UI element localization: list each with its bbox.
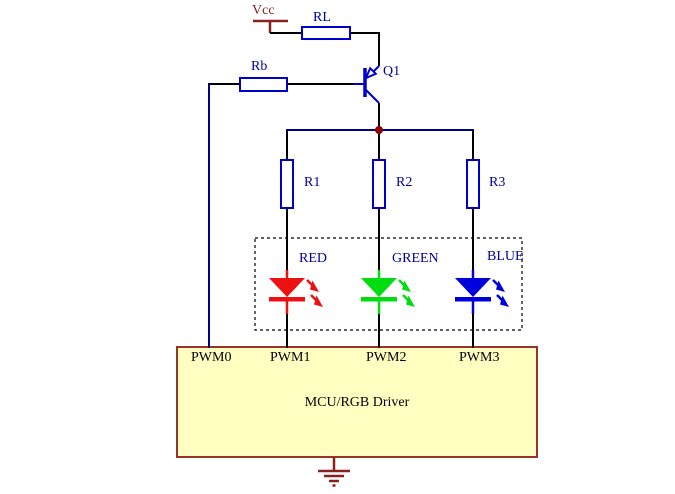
led-red-arrow1-head (310, 280, 319, 292)
led-red-symbol (269, 270, 323, 314)
pwm2-pin-label: PWM2 (366, 350, 407, 365)
led-blue-label: BLUE (487, 249, 524, 264)
led-green-arrow1-head (402, 280, 411, 292)
wires-black (208, 32, 474, 348)
led-blue-arrow1-head (496, 280, 505, 292)
led-group-dashed-box (254, 237, 523, 331)
led-green-label: GREEN (392, 251, 439, 266)
transistor-q1-symbol (353, 65, 380, 104)
wires-navy (208, 83, 474, 348)
led-red-label: RED (299, 251, 327, 266)
r2-label: R2 (396, 175, 413, 190)
rb-label: Rb (251, 59, 268, 74)
led-blue-triangle (455, 278, 491, 297)
pwm1-pin-label: PWM1 (270, 350, 311, 365)
mcu-box (176, 346, 538, 458)
vcc-label: Vcc (252, 3, 275, 18)
led-green-symbol (361, 270, 415, 314)
resistor-rl-symbol (301, 26, 351, 40)
resistor-r2-symbol (372, 159, 386, 209)
resistor-symbols (239, 26, 480, 209)
q1-emitter-arrow (364, 66, 378, 80)
vcc-symbol (253, 19, 288, 33)
pwm3-pin-label: PWM3 (459, 350, 500, 365)
ground-symbol (318, 457, 350, 487)
pwm0-pin-label: PWM0 (191, 350, 232, 365)
led-blue-symbol (455, 270, 509, 314)
led-blue-arrow2-head (500, 295, 509, 307)
led-green-triangle (361, 278, 397, 297)
led-red-cathode-bar (269, 297, 305, 302)
resistor-r3-symbol (466, 159, 480, 209)
led-red-arrow2-head (314, 295, 323, 307)
r1-label: R1 (304, 175, 321, 190)
q1-collector (365, 89, 380, 104)
mcu-title: MCU/RGB Driver (304, 395, 410, 410)
led-green-cathode-bar (361, 297, 397, 302)
resistor-rb-symbol (239, 77, 288, 92)
led-green-arrow2-head (406, 295, 415, 307)
led-blue-cathode-bar (455, 297, 491, 302)
q1-label: Q1 (383, 64, 401, 79)
junction-dot (375, 126, 383, 134)
rl-label: RL (313, 10, 331, 25)
resistor-r1-symbol (280, 159, 294, 209)
led-red-triangle (269, 278, 305, 297)
r3-label: R3 (489, 175, 506, 190)
